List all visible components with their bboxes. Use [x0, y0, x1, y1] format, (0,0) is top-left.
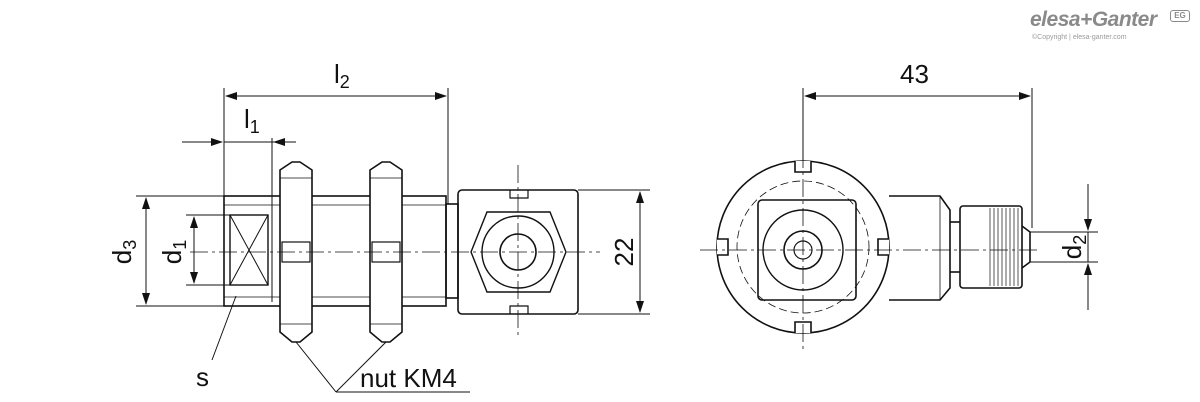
brand-mark-icon: EG	[1170, 10, 1190, 22]
label-nut: nut KM4	[360, 363, 457, 393]
dim-d3: d3	[107, 240, 140, 264]
side-view-dimensions	[136, 88, 650, 393]
dim-d2: d2	[1057, 235, 1090, 259]
side-view	[190, 161, 600, 343]
dim-d1: d1	[157, 240, 190, 264]
threaded-shank	[223, 195, 447, 307]
end-view-dimensions	[802, 88, 1098, 310]
dim-l2: l2	[334, 59, 350, 92]
side-view-labels: l2 l1 d3 d1 22 s nut KM4	[107, 59, 639, 393]
label-s: s	[196, 362, 209, 392]
brand-name: elesa+Ganter	[1030, 8, 1157, 31]
end-view	[700, 150, 1040, 350]
nut-km4-left	[279, 161, 313, 343]
hex-socket	[229, 214, 269, 286]
dim-43: 43	[900, 59, 929, 89]
knurled-knob	[959, 205, 1023, 289]
brand-logo: elesa+Ganter EG ©Copyright | elesa-gante…	[1030, 8, 1195, 48]
stem	[889, 195, 951, 301]
dim-l1: l1	[244, 104, 260, 137]
dim-22: 22	[609, 238, 639, 267]
head-hex	[470, 211, 567, 293]
end-view-labels: 43 d2	[900, 59, 1090, 259]
brand-copyright: ©Copyright | elesa-ganter.com	[1032, 34, 1127, 41]
